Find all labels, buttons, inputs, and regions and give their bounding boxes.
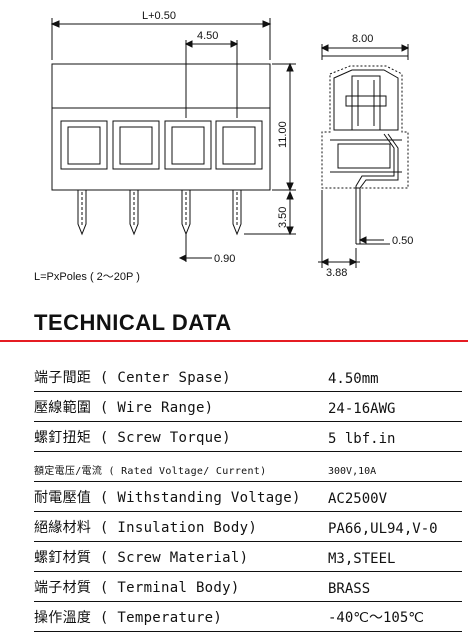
screw-openings: [60, 120, 263, 170]
dim-pin-length: 3.50: [277, 207, 289, 228]
spec-value: -40℃～105℃: [328, 610, 425, 626]
spec-row-center-space: 端子間距 ( Center Spase) 4.50mm: [34, 362, 462, 392]
spec-label: 端子間距 ( Center Spase): [34, 370, 231, 386]
technical-drawing: L+0.50 4.50 11.00 3.50 0.90 8.00 0.50 3.…: [50, 10, 413, 279]
section-title: TECHNICAL DATA: [34, 310, 232, 335]
dim-side-offset: 3.88: [326, 267, 347, 279]
spec-value: 4.50mm: [328, 371, 379, 387]
spec-value: AC2500V: [328, 491, 388, 507]
spec-value: M3,STEEL: [328, 551, 396, 567]
spec-row-screw-torque: 螺釘扭矩 ( Screw Torque) 5 lbf.in: [34, 422, 462, 452]
dim-overall-length: L+0.50: [142, 10, 176, 22]
spec-row-terminal-body: 端子材質 ( Terminal Body) BRASS: [34, 572, 462, 602]
spec-label: 操作溫度 ( Temperature): [34, 610, 223, 626]
spec-value: 24-16AWG: [328, 401, 396, 417]
dim-side-pin: 0.50: [392, 235, 413, 247]
spec-label: 額定電压/電流 ( Rated Voltage/ Current): [34, 466, 267, 477]
spec-label: 壓線範圍 ( Wire Range): [34, 400, 214, 416]
dim-side-width: 8.00: [352, 33, 373, 45]
spec-value: 300V,10A: [328, 466, 377, 477]
title-divider: [0, 340, 468, 342]
spec-row-temperature: 操作溫度 ( Temperature) -40℃～105℃: [34, 602, 462, 632]
spec-row-withstanding-voltage: 耐電壓值 ( Withstanding Voltage) AC2500V: [34, 482, 462, 512]
spec-row-screw-material: 螺釘材質 ( Screw Material) M3,STEEL: [34, 542, 462, 572]
spec-label: 絕緣材料 ( Insulation Body): [34, 520, 258, 536]
spec-label: 螺釘扭矩 ( Screw Torque): [34, 430, 231, 446]
spec-label: 端子材質 ( Terminal Body): [34, 580, 240, 596]
spec-value: 5 lbf.in: [328, 431, 396, 447]
pins: [77, 190, 242, 236]
spec-label: 螺釘材質 ( Screw Material): [34, 550, 249, 566]
dim-pin-width: 0.90: [214, 253, 235, 265]
spec-row-wire-range: 壓線範圍 ( Wire Range) 24-16AWG: [34, 392, 462, 422]
spec-row-rated-voltage: 額定電压/電流 ( Rated Voltage/ Current) 300V,1…: [34, 452, 462, 482]
dim-height: 11.00: [277, 121, 289, 148]
spec-table: 端子間距 ( Center Spase) 4.50mm 壓線範圍 ( Wire …: [34, 362, 462, 632]
spec-row-insulation-body: 絕緣材料 ( Insulation Body) PA66,UL94,V-0: [34, 512, 462, 542]
poles-note: L=PxPoles ( 2～20P ): [34, 271, 140, 283]
dim-pitch: 4.50: [197, 30, 218, 42]
terminal-block-side-view: [320, 44, 410, 244]
spec-value: BRASS: [328, 581, 371, 597]
terminal-block-front-body: [51, 63, 271, 191]
spec-value: PA66,UL94,V-0: [328, 521, 438, 537]
spec-label: 耐電壓值 ( Withstanding Voltage): [34, 490, 301, 506]
